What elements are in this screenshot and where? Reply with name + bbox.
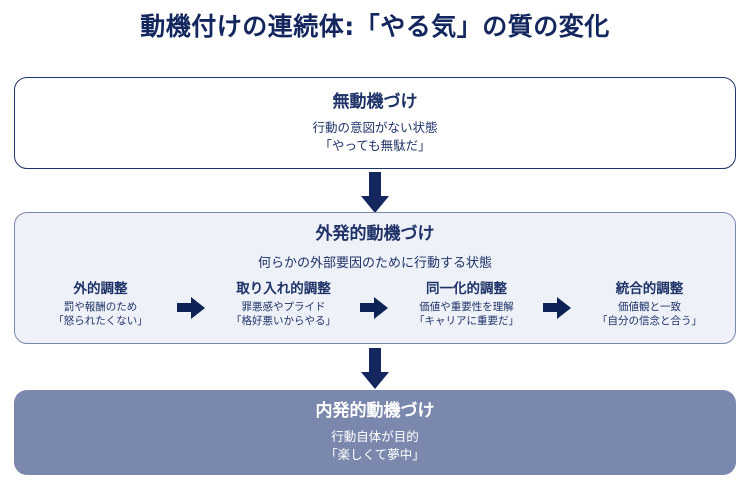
arrow-shaft	[360, 303, 376, 312]
stage-integrated-regulation: 統合的調整 価値観と一致 「自分の信念と合う」	[575, 280, 724, 329]
intrinsic-quote-line: 「楽しくて夢中」	[325, 447, 425, 463]
intrinsic-description: 行動自体が目的 「楽しくて夢中」	[14, 428, 736, 464]
stage-description: 価値や重要性を理解	[419, 300, 514, 313]
extrinsic-heading: 外発的動機づけ	[315, 224, 435, 244]
stage-quote: 「キャリアに重要だ」	[414, 315, 519, 328]
extrinsic-box: 外発的動機づけ 何らかの外部要因のために行動する状態	[14, 212, 736, 344]
arrow-head	[374, 297, 388, 319]
stage-label: 同一化的調整	[426, 280, 507, 297]
stage-description: 罰や報酬のため	[63, 300, 138, 313]
arrow-head	[191, 297, 205, 319]
intrinsic-description-line: 行動自体が目的	[331, 429, 419, 445]
arrow-head	[361, 372, 389, 389]
stage-description: 罪悪感やプライド	[241, 300, 326, 313]
extrinsic-stage-row: 外的調整 罰や報酬のため 「怒られたくない」 取り入れ的調整 罪悪感やプライド …	[14, 272, 736, 336]
right-arrow-icon-1	[175, 296, 209, 319]
arrow-head	[361, 196, 389, 213]
stage-identified-regulation: 同一化的調整 価値や重要性を理解 「キャリアに重要だ」	[392, 280, 541, 329]
stage-quote: 「格好悪いからやる」	[231, 315, 336, 328]
amotivation-description: 行動の意図がない状態 「やっても無駄だ」	[15, 119, 735, 155]
stage-quote: 「自分の信念と合う」	[597, 315, 702, 328]
stage-label: 外的調整	[73, 280, 128, 297]
right-arrow-icon-2	[358, 296, 392, 319]
right-arrow-icon-3	[541, 296, 575, 319]
arrow-head	[557, 297, 571, 319]
amotivation-description-line: 行動の意図がない状態	[312, 120, 438, 136]
intrinsic-box: 内発的動機づけ 行動自体が目的 「楽しくて夢中」	[14, 390, 736, 475]
down-arrow-icon-1	[359, 172, 391, 214]
amotivation-quote-line: 「やっても無駄だ」	[319, 138, 431, 154]
arrow-shaft	[543, 303, 559, 312]
extrinsic-description: 何らかの外部要因のために行動する状態	[257, 256, 492, 272]
stage-label: 取り入れ的調整	[236, 280, 331, 297]
stage-label: 統合的調整	[615, 280, 684, 297]
stage-external-regulation: 外的調整 罰や報酬のため 「怒られたくない」	[26, 280, 175, 329]
arrow-shaft	[177, 303, 193, 312]
stage-introjected-regulation: 取り入れ的調整 罪悪感やプライド 「格好悪いからやる」	[209, 280, 358, 329]
stage-description: 価値観と一致	[618, 300, 681, 313]
arrow-shaft	[369, 348, 381, 373]
page-title: 動機付けの連続体:「やる気」の質の変化	[140, 12, 610, 41]
arrow-shaft	[369, 172, 381, 197]
amotivation-heading: 無動機づけ	[332, 92, 418, 112]
amotivation-box: 無動機づけ 行動の意図がない状態 「やっても無駄だ」	[14, 77, 736, 169]
down-arrow-icon-2	[359, 348, 391, 390]
intrinsic-heading: 内発的動機づけ	[315, 401, 435, 421]
stage-quote: 「怒られたくない」	[53, 315, 148, 328]
